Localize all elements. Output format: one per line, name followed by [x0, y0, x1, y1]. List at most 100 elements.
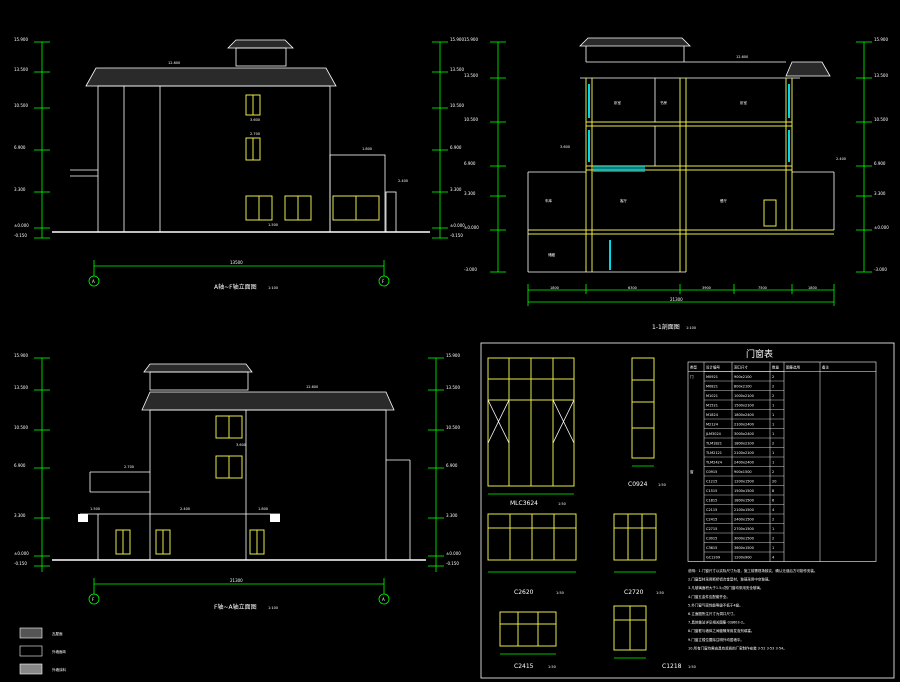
level-c-r5: ±0.000	[446, 551, 461, 556]
elev-scale-2: 1:50	[556, 591, 564, 595]
note-line: 7.具体做法详见相关图集 03J603-2。	[688, 620, 747, 625]
level-c-r2: 10.500	[446, 425, 460, 430]
note-line: 4.门窗五金件应配套齐全。	[688, 594, 730, 599]
level-c-l5: ±0.000	[14, 551, 29, 556]
note-line: 说明：1.门窗尺寸以实际尺寸为准，施工前需现场核实，确认无误后方可制作安装。	[688, 568, 817, 573]
tag-b-0: 12.600	[736, 55, 748, 59]
tag-c-3: 2.400	[180, 507, 190, 511]
level-c-r6: -0.150	[446, 561, 459, 566]
level-b-r4: 3.300	[874, 191, 886, 196]
table-cell: 1	[772, 432, 774, 436]
elev-scale-4: 1:50	[548, 665, 556, 669]
room-b-6: 储藏	[548, 252, 556, 257]
table-cell: C2415	[706, 518, 717, 522]
level-b-r0: 15.900	[874, 37, 888, 42]
scale-c: 1:100	[268, 606, 278, 610]
tag-a-2: 2.700	[250, 132, 260, 136]
room-b-0: 卧室	[614, 100, 622, 105]
level-b-r1: 13.500	[874, 73, 888, 78]
table-cell: 门	[690, 374, 694, 379]
table-cell: C3615	[706, 546, 717, 550]
level-a-r2: 10.500	[450, 103, 464, 108]
level-c-l4: 3.300	[14, 513, 26, 518]
level-a-r1: 13.500	[450, 67, 464, 72]
level-a-r0: 15.900	[450, 37, 464, 42]
tag-a-4: 1.800	[362, 147, 372, 151]
table-cell: 1	[772, 413, 774, 417]
tag-c-1: 3.600	[236, 443, 246, 447]
window-elevation-c2415: C2415 1:50	[499, 611, 557, 670]
tag-c-0: 12.600	[306, 385, 318, 389]
table-header: 备注	[822, 365, 830, 370]
elev-label-5: C1218	[662, 663, 682, 670]
table-cell: 1	[772, 451, 774, 455]
table-cell: 2	[772, 470, 774, 474]
elev-label-2: C2620	[514, 589, 534, 596]
level-a-l2: 10.500	[14, 103, 28, 108]
table-cell: 1500x1500	[734, 489, 754, 493]
table-cell: 1800x2100	[734, 442, 754, 446]
table-cell: 4	[772, 556, 775, 560]
table-cell: 2400x1500	[734, 518, 754, 522]
table-cell: 900x1500	[734, 470, 752, 474]
tag-c-2: 2.700	[124, 465, 134, 469]
elev-label-1: C0924	[628, 481, 648, 488]
table-cell: 6	[772, 499, 774, 503]
table-cell: 1	[772, 461, 774, 465]
overall-dim-b: 21300	[670, 297, 683, 302]
table-cell: 1000x2100	[734, 394, 754, 398]
axis-c-right: A	[382, 597, 385, 602]
table-cell: 2400x2400	[734, 461, 754, 465]
elev-scale-3: 1:50	[656, 591, 664, 595]
axis-a-right: F	[382, 279, 385, 284]
level-b-l2: 10.500	[464, 117, 478, 122]
note-line: 9.门窗立樘位置除注明外均居墙中。	[688, 637, 744, 642]
legend: 瓦屋面 外墙面砖 外墙涂料	[19, 627, 66, 675]
level-b-r2: 10.500	[874, 117, 888, 122]
note-line: 2.门窗型材采用断桥铝合金型材，玻璃采用中空玻璃。	[688, 577, 772, 582]
table-cell: C3015	[706, 537, 717, 541]
room-b-1: 书房	[660, 100, 668, 105]
table-cell: JLM3024	[705, 432, 722, 436]
tag-c-5: 1.500	[90, 507, 100, 511]
table-cell: 2	[772, 442, 774, 446]
table-cell: C0915	[706, 470, 717, 474]
table-cell: 2	[772, 394, 774, 398]
level-b-l0: 15.900	[464, 37, 478, 42]
table-cell: 2	[772, 385, 774, 389]
table-cell: M0921	[706, 375, 718, 379]
level-c-r1: 13.500	[446, 385, 460, 390]
tag-a-0: 12.600	[168, 61, 180, 65]
table-cell: 2100x2100	[734, 451, 754, 455]
note-line: 5.外门窗气密性能等级不低于4级。	[688, 602, 743, 607]
level-a-l5: ±0.000	[14, 223, 29, 228]
room-b-3: 客厅	[620, 198, 628, 203]
elev-label-0: MLC3624	[510, 500, 538, 507]
tag-a-5: 1.500	[268, 223, 278, 227]
window-elevation-c2720: C2720 1:50	[613, 513, 664, 596]
table-cell: C1815	[706, 499, 717, 503]
table-header: 设计编号	[706, 365, 720, 370]
dim-b-4: 1800	[808, 286, 817, 290]
note-line: 8.门窗框与墙体之间缝隙采用发泡剂填塞。	[688, 628, 754, 633]
table-cell: 4	[772, 508, 775, 512]
room-b-5: 车库	[545, 198, 553, 203]
table-cell: TLM2424	[705, 461, 723, 465]
window-elevation-c0924: C0924 1:50	[628, 357, 666, 488]
level-a-l3: 6.900	[14, 145, 26, 150]
table-cell: 3000x1500	[734, 537, 754, 541]
note-line: 6.立面图所注尺寸为洞口尺寸。	[688, 611, 737, 616]
table-cell: M1021	[706, 394, 718, 398]
table-cell: TLM2121	[705, 451, 722, 455]
note-line: 10.所有门窗均需由具有资质的厂家制作安装 3·52 3·53 3·54。	[688, 645, 787, 650]
table-cell: 2	[772, 375, 774, 379]
level-b-l5: ±0.000	[464, 225, 479, 230]
table-cell: C1215	[706, 480, 717, 484]
table-cell: C1515	[706, 489, 717, 493]
table-cell: 2100x1500	[734, 508, 754, 512]
table-cell: 2700x1500	[734, 527, 754, 531]
table-cell: 1800x1500	[734, 499, 754, 503]
table-cell: 1800x2400	[734, 413, 754, 417]
tag-b-2: 2.400	[836, 157, 846, 161]
